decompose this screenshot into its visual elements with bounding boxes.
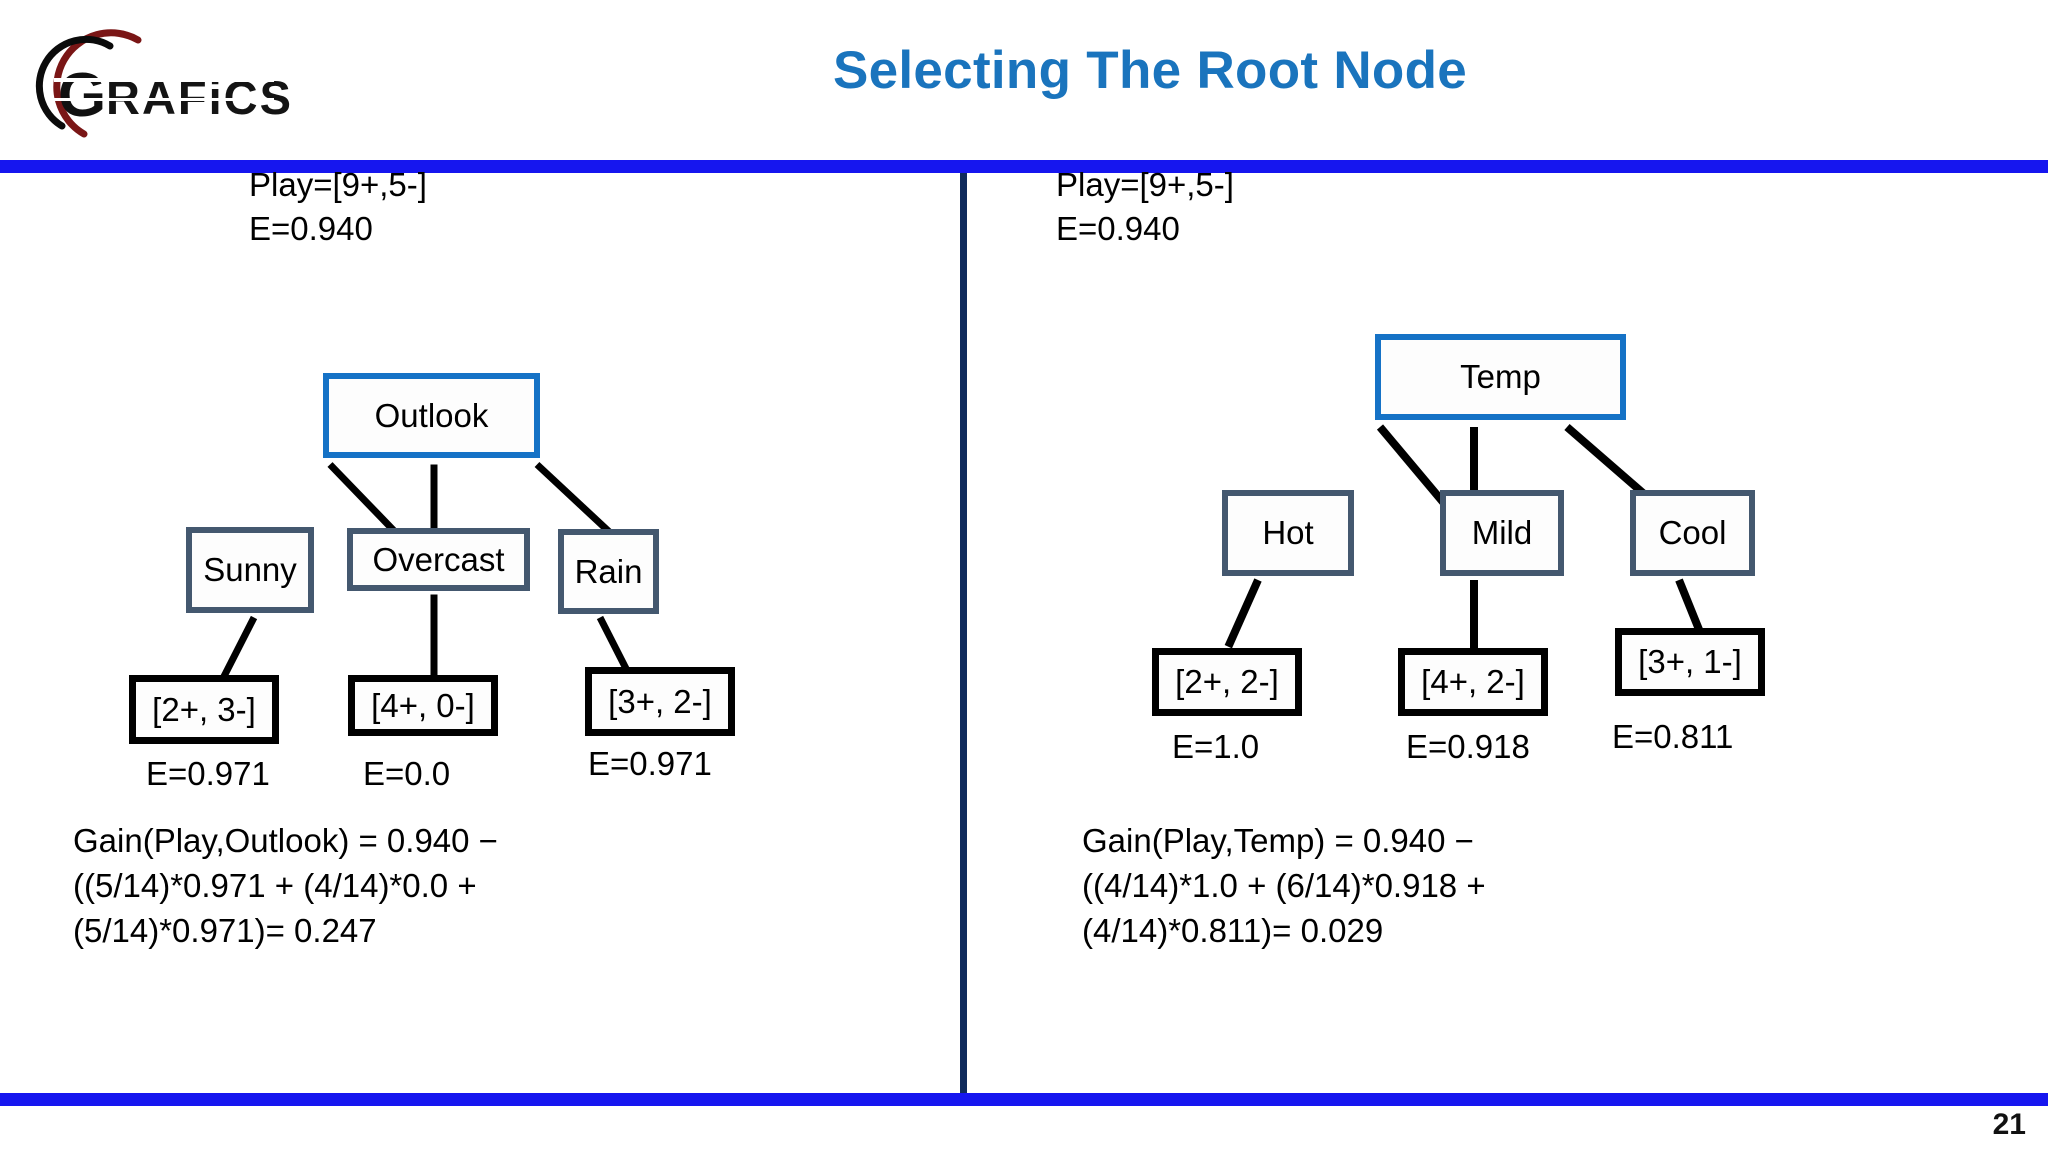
node-mild[interactable]: Mild [1440,490,1564,576]
node-temp-label: Temp [1460,358,1541,395]
edge-temp-cool [1564,423,1650,500]
edge-temp-mild [1470,427,1478,498]
leaf-rain-counts[interactable]: [3+, 2-] [585,667,735,736]
edge-mild-leaf [1470,580,1478,653]
gain-formula-outlook: Gain(Play,Outlook) = 0.940 − ((5/14)*0.9… [73,822,498,949]
entropy-cool: E=0.811 [1612,718,1734,755]
temp-panel: Play=[9+,5-] E=0.940 Temp Hot Mild Cool … [967,166,2048,1093]
node-rain[interactable]: Rain [558,529,659,614]
leaf-sunny-counts-label: [2+, 3-] [152,690,256,728]
leaf-rain-counts-label: [3+, 2-] [608,682,712,720]
outlook-panel: Play=[9+,5-] E=0.940 Outlook Sunny Overc… [0,166,960,1093]
top-accent-bar [0,160,2048,173]
slide-header: G RAFiCS Selecting The Root Node [0,0,2048,160]
entropy-mild: E=0.918 [1406,728,1530,765]
gain-formula-temp: Gain(Play,Temp) = 0.940 − ((4/14)*1.0 + … [1082,822,1486,949]
leaf-mild-counts[interactable]: [4+, 2-] [1398,648,1548,716]
node-temp[interactable]: Temp [1375,334,1626,420]
bottom-accent-bar [0,1093,2048,1106]
entropy-sunny: E=0.971 [146,755,270,792]
node-overcast-label: Overcast [372,540,505,578]
outlook-summary-distribution: Play=[9+,5-] [249,166,427,203]
node-sunny[interactable]: Sunny [186,527,314,613]
panel-divider [960,173,967,1098]
page-number: 21 [1992,1108,2026,1141]
leaf-hot-counts[interactable]: [2+, 2-] [1152,648,1302,716]
leaf-cool-counts-label: [3+, 1-] [1638,643,1742,680]
node-sunny-label: Sunny [203,551,297,588]
grafics-logo: G RAFiCS [18,22,398,142]
temp-summary-distribution: Play=[9+,5-] [1056,166,1234,203]
leaf-overcast-counts-label: [4+, 0-] [371,686,475,724]
node-cool-label: Cool [1658,514,1727,551]
entropy-rain: E=0.971 [588,745,712,782]
node-outlook-label: Outlook [374,396,489,434]
leaf-sunny-counts[interactable]: [2+, 3-] [129,675,279,744]
leaf-hot-counts-label: [2+, 2-] [1175,663,1279,700]
page-title: Selecting The Root Node [832,41,1468,100]
leaf-cool-counts[interactable]: [3+, 1-] [1615,628,1765,696]
leaf-mild-counts-label: [4+, 2-] [1421,663,1525,700]
node-rain-label: Rain [574,552,643,590]
node-hot[interactable]: Hot [1222,490,1354,576]
node-cool[interactable]: Cool [1630,490,1755,576]
temp-summary-entropy: E=0.940 [1056,210,1180,247]
svg-text:G: G [58,61,107,130]
entropy-overcast: E=0.0 [363,755,451,792]
edge-hot-leaf [1224,578,1262,649]
node-outlook[interactable]: Outlook [323,373,540,458]
node-overcast[interactable]: Overcast [347,528,530,591]
entropy-hot: E=1.0 [1172,728,1260,765]
leaf-overcast-counts[interactable]: [4+, 0-] [348,675,498,736]
node-mild-label: Mild [1471,514,1533,551]
outlook-summary-entropy: E=0.940 [249,210,373,247]
node-hot-label: Hot [1262,514,1314,551]
